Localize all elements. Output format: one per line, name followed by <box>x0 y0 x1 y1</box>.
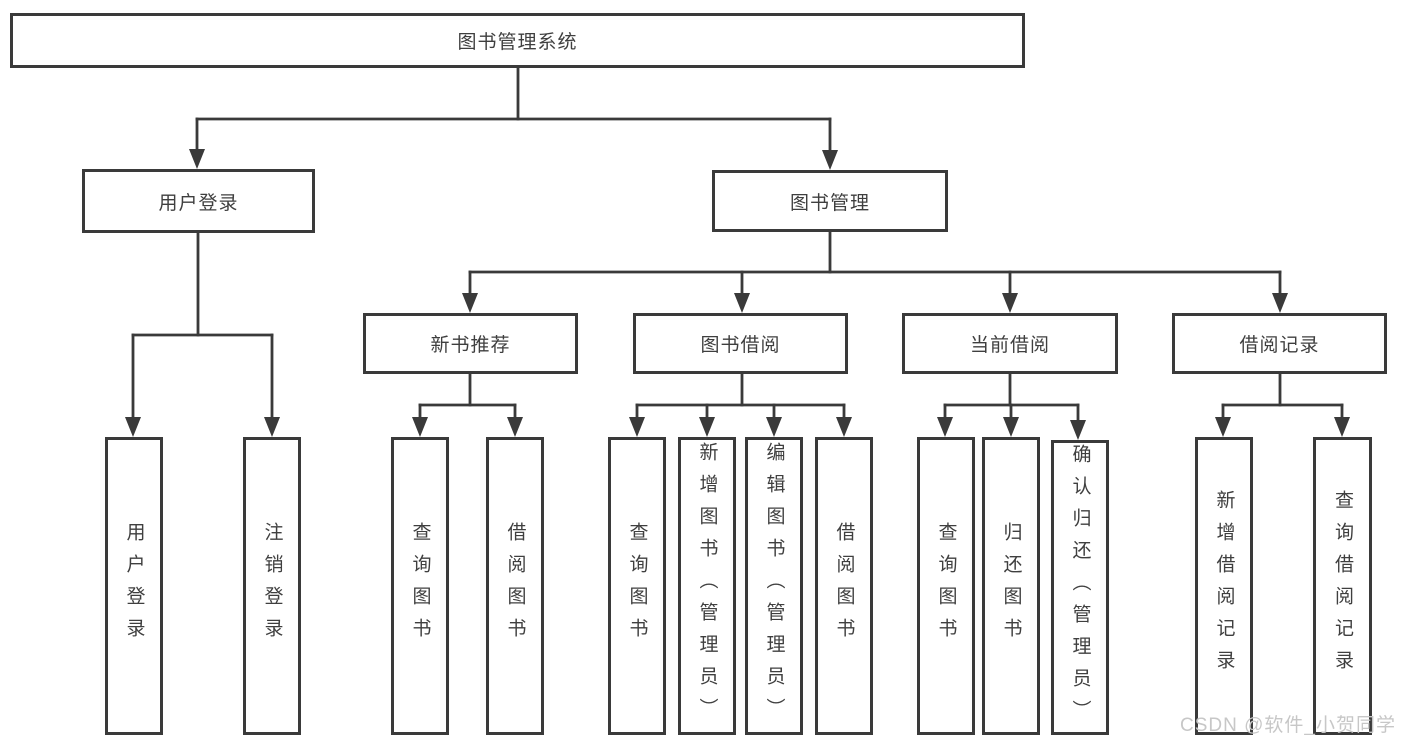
node-book-borrowing: 图书借阅 <box>633 313 848 374</box>
leaf-query-books-current-label: 查询图书 <box>935 522 957 650</box>
leaf-add-books-admin: 新增图书（管理员） <box>678 437 736 735</box>
leaf-confirm-return-admin-label: 确认归还（管理员） <box>1069 443 1091 732</box>
leaf-query-books-borrowing: 查询图书 <box>608 437 666 735</box>
leaf-edit-books-admin-label: 编辑图书（管理员） <box>763 442 785 730</box>
node-current-borrowing-label: 当前借阅 <box>969 335 1050 356</box>
leaf-query-books-recommend: 查询图书 <box>391 437 449 735</box>
leaf-query-borrow-record: 查询借阅记录 <box>1313 437 1372 735</box>
leaf-user-login-label: 用户登录 <box>123 522 145 650</box>
leaf-return-books-label: 归还图书 <box>1000 522 1022 650</box>
node-library-management-system: 图书管理系统 <box>10 13 1025 68</box>
node-user-login: 用户登录 <box>82 169 315 233</box>
leaf-add-borrow-record: 新增借阅记录 <box>1195 437 1253 735</box>
node-book-borrowing-label: 图书借阅 <box>700 335 781 356</box>
leaf-borrow-books-recommend-label: 借阅图书 <box>504 522 526 650</box>
leaf-borrow-books-recommend: 借阅图书 <box>486 437 544 735</box>
leaf-borrow-books-borrowing: 借阅图书 <box>815 437 873 735</box>
leaf-logout-label: 注销登录 <box>261 522 283 650</box>
leaf-query-borrow-record-label: 查询借阅记录 <box>1332 490 1353 682</box>
leaf-logout: 注销登录 <box>243 437 301 735</box>
leaf-user-login: 用户登录 <box>105 437 163 735</box>
leaf-confirm-return-admin: 确认归还（管理员） <box>1051 440 1109 735</box>
arrowheads <box>125 149 1350 440</box>
node-book-management: 图书管理 <box>712 170 948 232</box>
node-book-management-label: 图书管理 <box>789 192 870 214</box>
node-library-management-system-label: 图书管理系统 <box>457 32 578 53</box>
csdn-watermark: CSDN @软件_小贺同学 <box>1180 715 1396 736</box>
node-new-book-recommendation-label: 新书推荐 <box>430 335 511 356</box>
leaf-query-books-recommend-label: 查询图书 <box>409 522 431 650</box>
leaf-borrow-books-borrowing-label: 借阅图书 <box>833 522 855 650</box>
leaf-query-books-borrowing-label: 查询图书 <box>626 522 648 650</box>
leaf-add-borrow-record-label: 新增借阅记录 <box>1213 490 1235 682</box>
node-borrowing-records: 借阅记录 <box>1172 313 1387 374</box>
leaf-return-books: 归还图书 <box>982 437 1040 735</box>
node-current-borrowing: 当前借阅 <box>902 313 1118 374</box>
leaf-query-books-current: 查询图书 <box>917 437 975 735</box>
node-user-login-label: 用户登录 <box>158 192 239 214</box>
node-new-book-recommendation: 新书推荐 <box>363 313 578 374</box>
leaf-edit-books-admin: 编辑图书（管理员） <box>745 437 803 735</box>
leaf-add-books-admin-label: 新增图书（管理员） <box>696 442 718 730</box>
node-borrowing-records-label: 借阅记录 <box>1239 335 1320 356</box>
